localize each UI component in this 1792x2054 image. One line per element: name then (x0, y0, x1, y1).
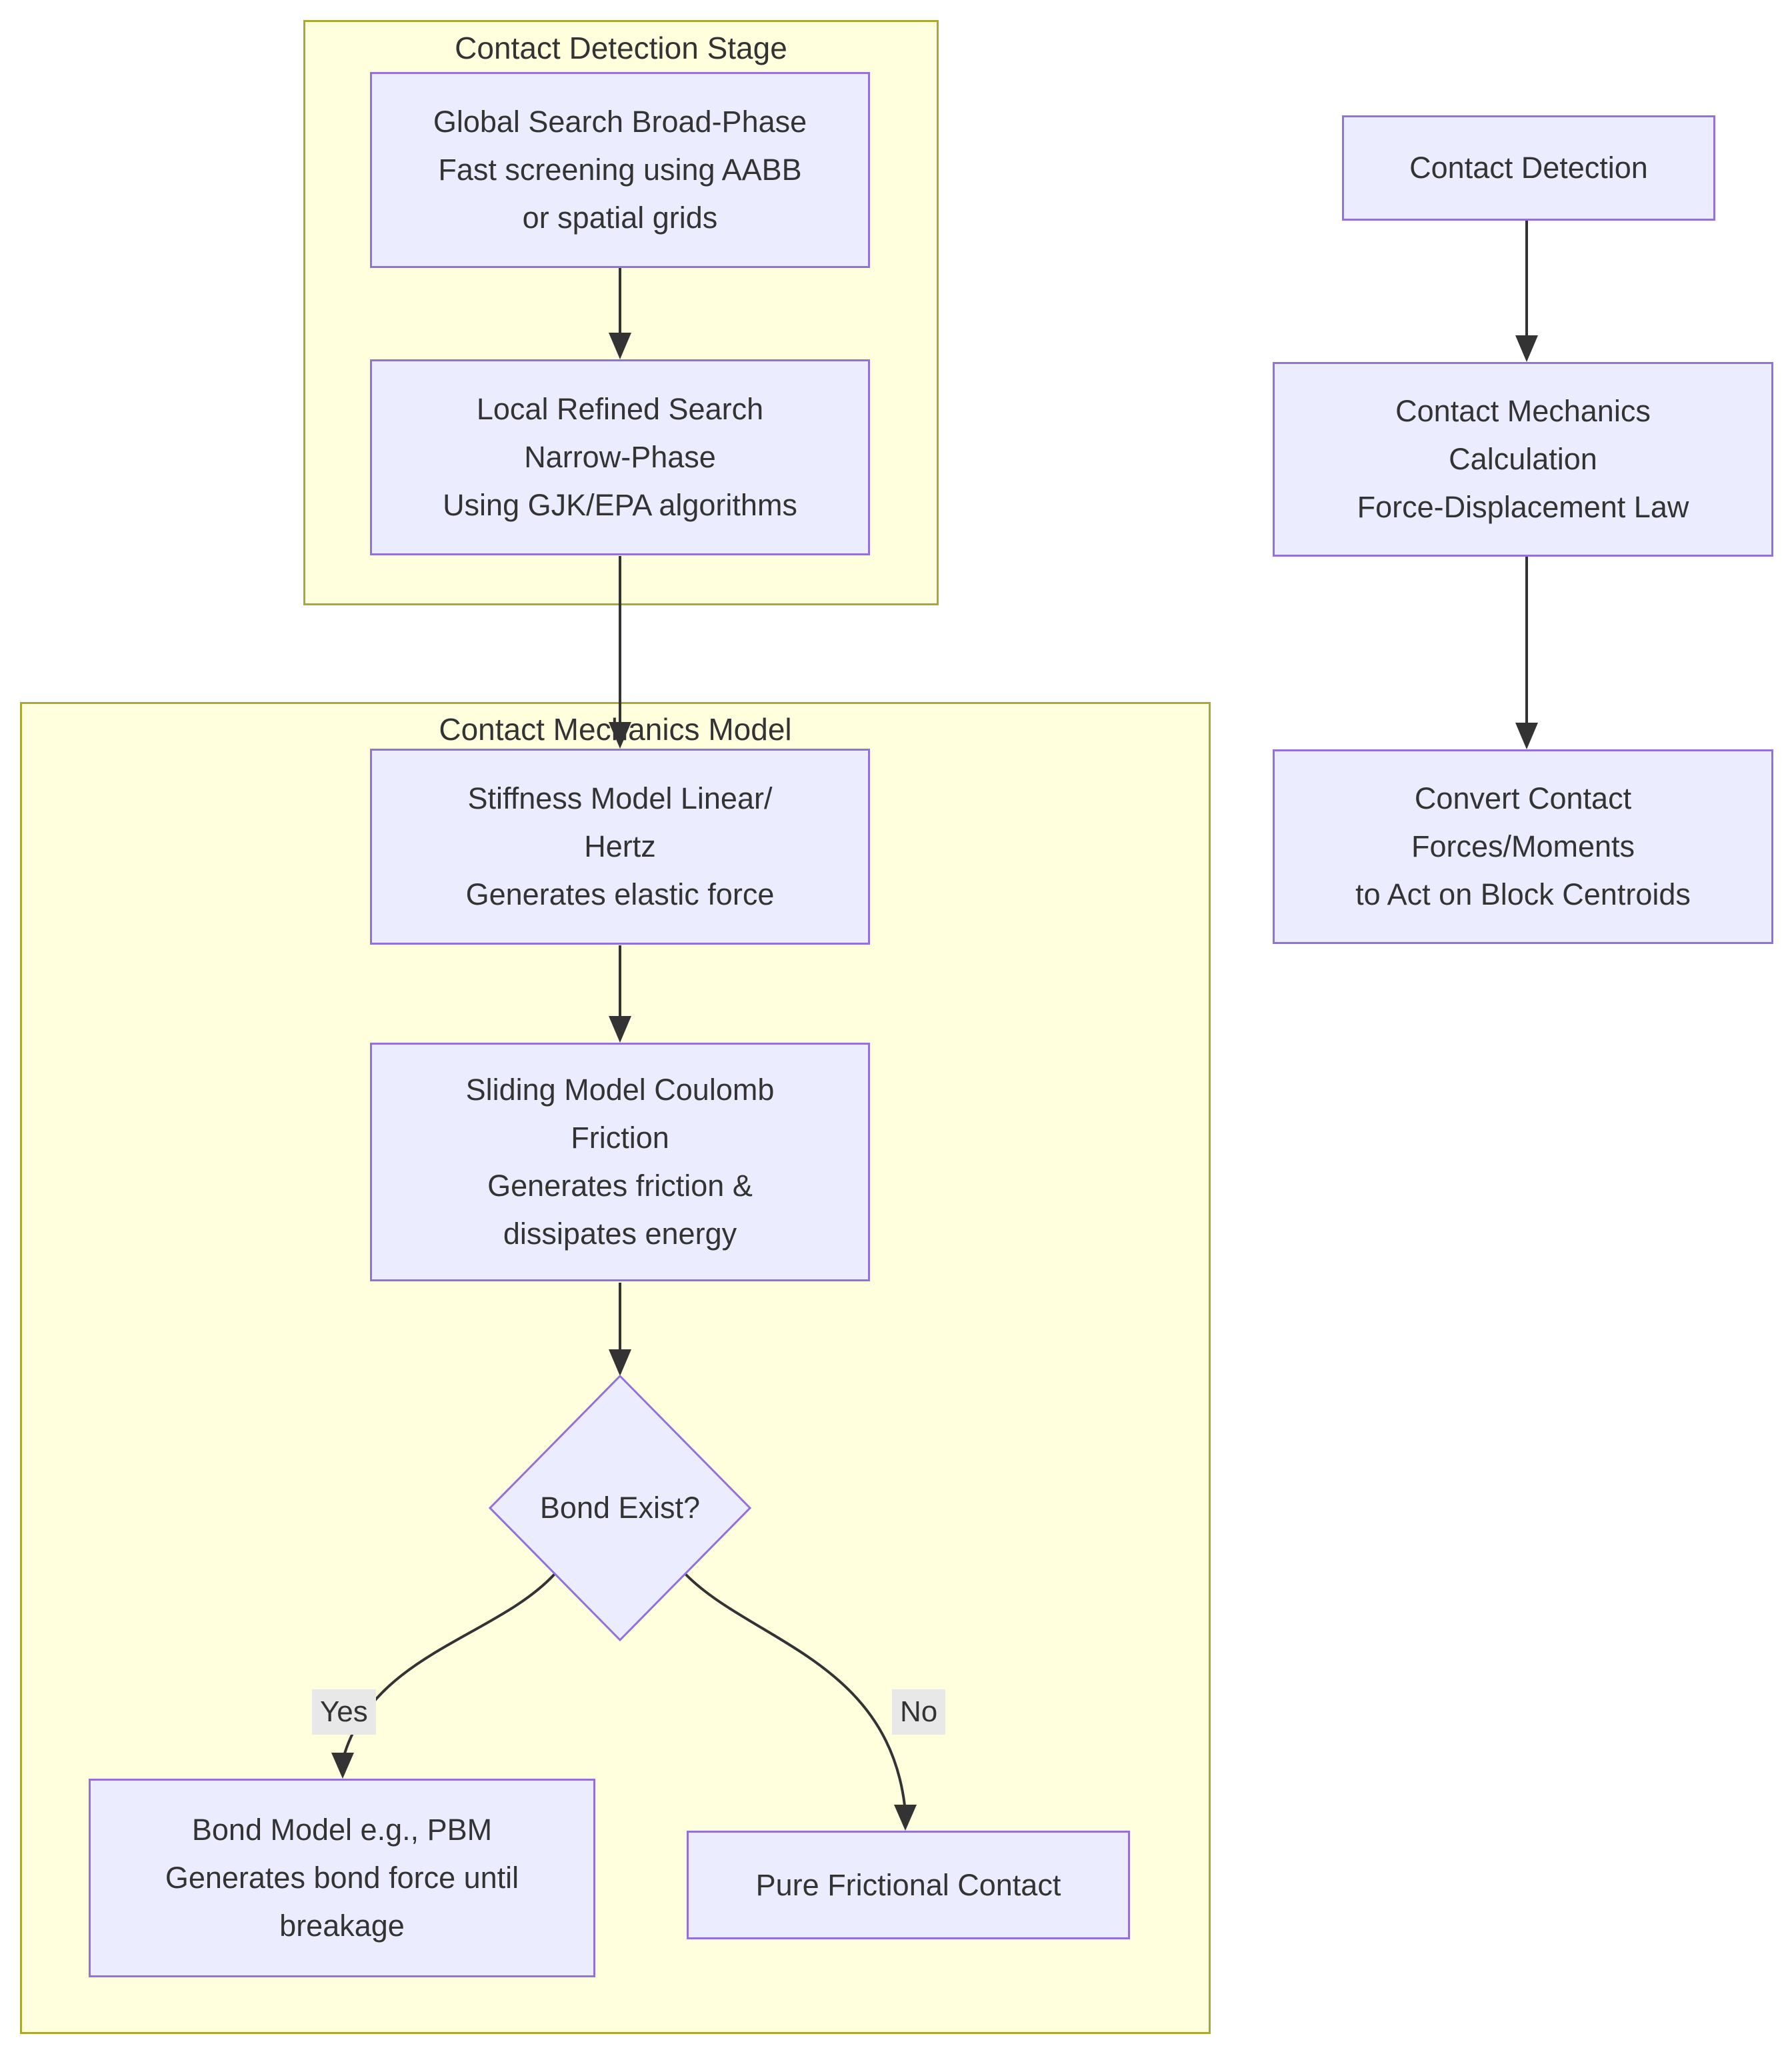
arrowhead-no (894, 1805, 917, 1831)
node-text-line: to Act on Block Centroids (1355, 877, 1691, 911)
arrowhead-to-mechanics-calc (1515, 335, 1538, 362)
edge-label-yes: Yes (312, 1689, 376, 1735)
node-text-line: Using GJK/EPA algorithms (443, 488, 797, 522)
node-text-line: breakage (279, 1909, 405, 1943)
arrowhead-to-diamond (609, 1349, 631, 1376)
node-global-search-broad-phase: Global Search Broad-Phase Fast screening… (370, 72, 870, 268)
node-text-line: Sliding Model Coulomb (465, 1073, 775, 1107)
node-text-line: Convert Contact (1414, 781, 1632, 815)
node-text-line: dissipates energy (503, 1217, 737, 1251)
node-sliding-model: Sliding Model Coulomb Friction Generates… (370, 1043, 870, 1281)
node-text-line: Force-Displacement Law (1357, 490, 1689, 524)
arrowhead-to-sliding (609, 1016, 631, 1043)
node-text-line: Hertz (584, 829, 656, 863)
node-text-line: Calculation (1449, 442, 1597, 476)
node-text-line: Local Refined Search (476, 392, 764, 426)
arrowhead-to-local (609, 333, 631, 359)
edge-yes-curve (343, 1573, 556, 1754)
arrowhead-to-convert (1515, 723, 1538, 749)
node-pure-frictional-contact: Pure Frictional Contact (687, 1831, 1130, 1939)
node-text-line: Fast screening using AABB (438, 153, 802, 187)
node-convert-contact-forces: Convert Contact Forces/Moments to Act on… (1273, 749, 1773, 944)
node-text-line: Bond Model e.g., PBM (191, 1813, 493, 1847)
node-text-line: Friction (571, 1121, 669, 1155)
node-text-line: Generates bond force until (165, 1861, 519, 1895)
node-text-line: Generates friction & (487, 1169, 753, 1203)
node-text-line: Contact Detection (1409, 151, 1648, 185)
diamond-bond-exist (488, 1374, 752, 1642)
arrowhead-yes (331, 1753, 354, 1779)
node-text-line: or spatial grids (522, 201, 718, 235)
node-text-line: Global Search Broad-Phase (433, 105, 807, 139)
node-text-line: Stiffness Model Linear/ (467, 781, 773, 815)
edge-no-curve (684, 1573, 906, 1806)
node-text-line: Generates elastic force (465, 877, 775, 911)
node-text-line: Forces/Moments (1411, 829, 1635, 863)
edge-label-no: No (892, 1689, 946, 1735)
node-stiffness-model: Stiffness Model Linear/ Hertz Generates … (370, 749, 870, 945)
decision-bond-exist-label: Bond Exist? (539, 1491, 701, 1525)
node-contact-mechanics-calculation: Contact Mechanics Calculation Force-Disp… (1273, 362, 1773, 557)
node-text-line: Contact Mechanics (1395, 394, 1651, 428)
node-text-line: Narrow-Phase (524, 440, 716, 474)
node-text-line: Pure Frictional Contact (755, 1867, 1061, 1902)
arrowhead-to-stiffness (609, 722, 631, 749)
node-local-refined-search: Local Refined Search Narrow-Phase Using … (370, 359, 870, 555)
node-contact-detection: Contact Detection (1342, 115, 1715, 221)
node-bond-model: Bond Model e.g., PBM Generates bond forc… (89, 1779, 595, 1977)
cluster-title-contact-detection-stage: Contact Detection Stage (455, 31, 787, 65)
